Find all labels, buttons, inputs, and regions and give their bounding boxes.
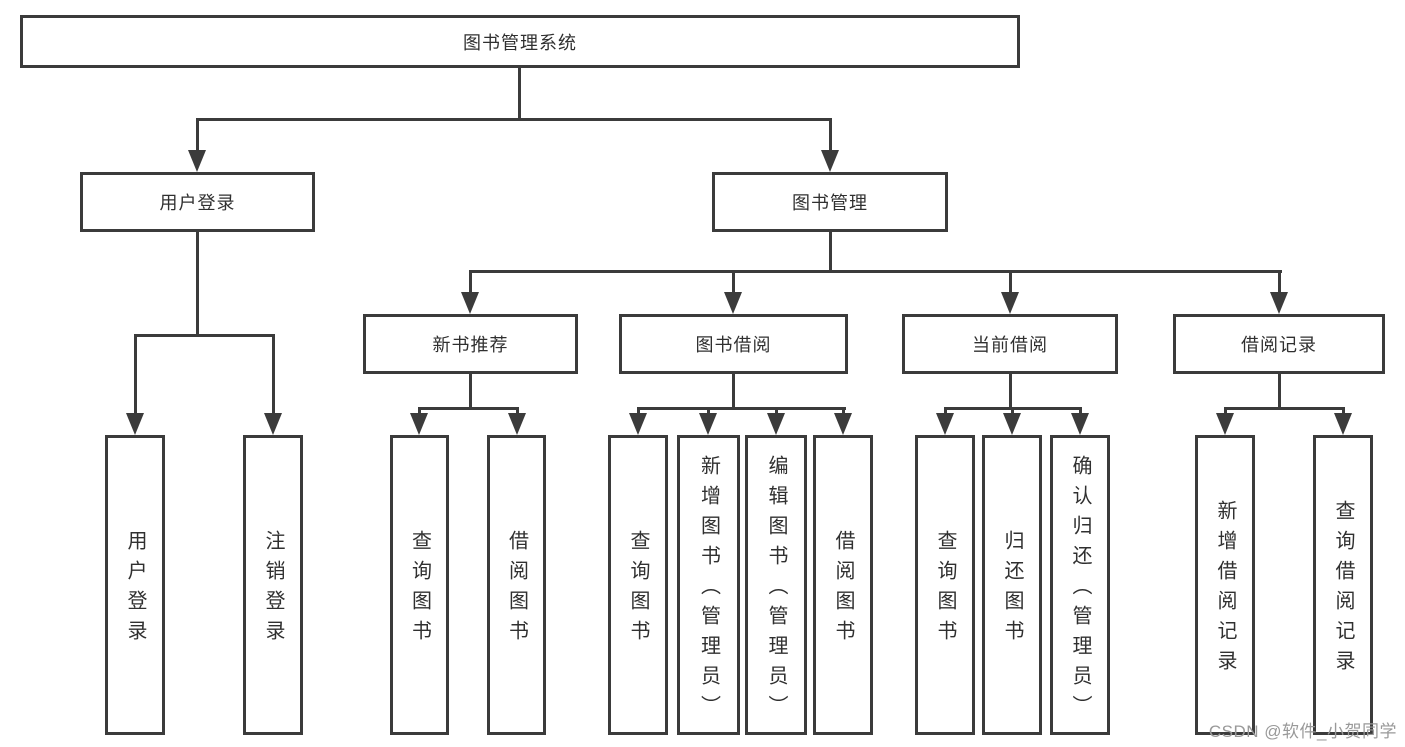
connector-line	[196, 232, 199, 337]
node-user-login: 用户登录	[80, 172, 315, 232]
connector-line	[1224, 407, 1345, 410]
connector-line	[134, 334, 137, 421]
connector-line	[518, 68, 521, 120]
connector-line	[196, 118, 199, 158]
leaf-label: 注销登录	[262, 530, 284, 650]
leaf-label: 新增借阅记录	[1214, 500, 1236, 680]
arrow-down-icon	[1270, 292, 1288, 314]
node-borrowing-records: 借阅记录	[1173, 314, 1385, 374]
leaf-label: 编辑图书（管理员）	[765, 455, 787, 725]
leaf-query-books: 查询图书	[390, 435, 449, 735]
connector-line	[1278, 270, 1281, 300]
arrow-down-icon	[1001, 292, 1019, 314]
arrow-down-icon	[410, 413, 428, 435]
connector-line	[1009, 270, 1012, 300]
connector-line	[1278, 374, 1281, 410]
leaf-query-books: 查询图书	[608, 435, 668, 735]
connector-line	[469, 374, 472, 410]
leaf-label: 借阅图书	[505, 530, 528, 650]
arrow-down-icon	[629, 413, 647, 435]
arrow-down-icon	[1071, 413, 1089, 435]
leaf-borrow-books: 借阅图书	[487, 435, 546, 735]
arrow-down-icon	[821, 150, 839, 172]
arrow-down-icon	[1216, 413, 1234, 435]
leaf-add-books-admin: 新增图书（管理员）	[677, 435, 740, 735]
node-library-management-system: 图书管理系统	[20, 15, 1020, 68]
connector-line	[469, 270, 1282, 273]
node-book-borrowing: 图书借阅	[619, 314, 848, 374]
connector-line	[196, 118, 832, 121]
leaf-label: 查询图书	[627, 530, 649, 650]
leaf-label: 查询图书	[408, 530, 431, 650]
arrow-down-icon	[699, 413, 717, 435]
connector-line	[829, 232, 832, 273]
connector-line	[134, 334, 275, 337]
arrow-down-icon	[936, 413, 954, 435]
leaf-edit-books-admin: 编辑图书（管理员）	[745, 435, 807, 735]
connector-line	[637, 407, 846, 410]
leaf-label: 归还图书	[1001, 530, 1023, 650]
arrow-down-icon	[188, 150, 206, 172]
leaf-borrow-books: 借阅图书	[813, 435, 873, 735]
connector-line	[829, 118, 832, 158]
csdn-watermark: CSDN @软件_小贺同学	[1208, 722, 1397, 741]
leaf-query-borrow-record: 查询借阅记录	[1313, 435, 1373, 735]
node-book-management: 图书管理	[712, 172, 948, 232]
connector-line	[732, 374, 735, 410]
leaf-logout: 注销登录	[243, 435, 303, 735]
connector-line	[1009, 374, 1012, 410]
connector-line	[418, 407, 519, 410]
leaf-label: 用户登录	[124, 530, 146, 650]
connector-line	[732, 270, 735, 300]
leaf-label: 确认归还（管理员）	[1069, 455, 1091, 725]
arrow-down-icon	[461, 292, 479, 314]
leaf-confirm-return-admin: 确认归还（管理员）	[1050, 435, 1110, 735]
arrow-down-icon	[264, 413, 282, 435]
arrow-down-icon	[1003, 413, 1021, 435]
leaf-label: 查询图书	[934, 530, 956, 650]
arrow-down-icon	[724, 292, 742, 314]
connector-line	[272, 334, 275, 421]
arrow-down-icon	[767, 413, 785, 435]
leaf-add-borrow-record: 新增借阅记录	[1195, 435, 1255, 735]
leaf-label: 借阅图书	[832, 530, 854, 650]
arrow-down-icon	[126, 413, 144, 435]
leaf-label: 查询借阅记录	[1332, 500, 1354, 680]
arrow-down-icon	[834, 413, 852, 435]
connector-line	[469, 270, 472, 300]
arrow-down-icon	[1334, 413, 1352, 435]
leaf-return-books: 归还图书	[982, 435, 1042, 735]
arrow-down-icon	[508, 413, 526, 435]
leaf-user-login: 用户登录	[105, 435, 165, 735]
leaf-query-books: 查询图书	[915, 435, 975, 735]
node-current-borrowing: 当前借阅	[902, 314, 1118, 374]
leaf-label: 新增图书（管理员）	[697, 455, 720, 725]
node-new-book-recommendation: 新书推荐	[363, 314, 578, 374]
